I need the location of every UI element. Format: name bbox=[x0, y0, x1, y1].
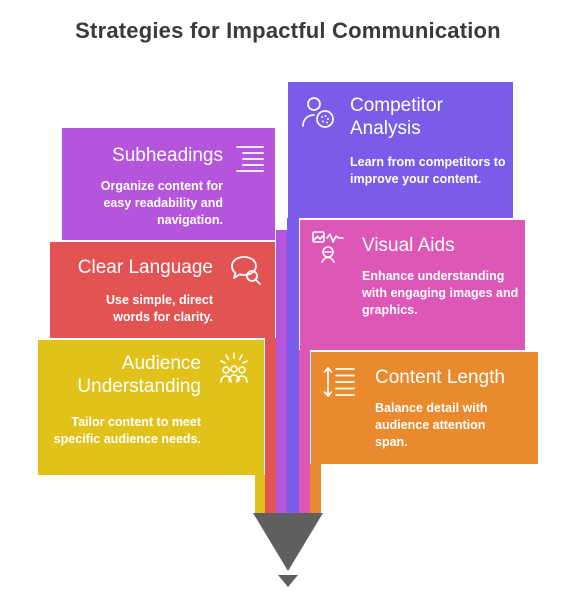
line-height-icon bbox=[321, 364, 357, 400]
card-audience-body: Tailor content to meet specific audience… bbox=[53, 415, 201, 446]
stem-clear-language bbox=[265, 330, 276, 515]
card-clear-language-body: Use simple, direct words for clarity. bbox=[106, 293, 213, 324]
card-content-length-body: Balance detail with audience attention s… bbox=[375, 401, 488, 449]
stem-subheadings bbox=[276, 230, 287, 515]
card-subheadings-body: Organize content for easy readability an… bbox=[100, 179, 223, 227]
card-subheadings: Subheadings Organize content for easy re… bbox=[62, 128, 276, 240]
card-visual-aids-title: Visual Aids bbox=[362, 235, 455, 256]
audience-group-icon bbox=[216, 350, 252, 386]
card-competitor-title: Competitor Analysis bbox=[350, 95, 443, 139]
card-visual-aids: Visual Aids Enhance understanding with e… bbox=[299, 220, 525, 350]
user-analysis-icon bbox=[300, 94, 336, 130]
stem-competitor bbox=[287, 210, 299, 515]
stem-audience bbox=[255, 470, 265, 515]
card-audience-understanding: Audience Understanding Tailor content to… bbox=[38, 340, 265, 475]
card-clear-language-title: Clear Language bbox=[77, 257, 213, 278]
stem-content-length bbox=[310, 460, 321, 515]
text-align-icon bbox=[231, 141, 267, 177]
card-content-length: Content Length Balance detail with audie… bbox=[310, 352, 538, 464]
card-subheadings-title: Subheadings bbox=[112, 145, 223, 166]
card-visual-aids-body: Enhance understanding with engaging imag… bbox=[362, 269, 519, 317]
card-content-length-title: Content Length bbox=[375, 367, 505, 388]
card-audience-title: Audience Understanding bbox=[77, 353, 201, 397]
card-competitor-analysis: Competitor Analysis Learn from competito… bbox=[287, 82, 513, 218]
card-clear-language: Clear Language Use simple, direct words … bbox=[50, 242, 276, 338]
card-competitor-body: Learn from competitors to improve your c… bbox=[350, 155, 506, 186]
image-chart-icon bbox=[310, 228, 346, 264]
funnel-icon bbox=[253, 513, 323, 587]
stem-visual-aids bbox=[299, 340, 310, 515]
speech-search-icon bbox=[227, 252, 263, 288]
diagram-title: Strategies for Impactful Communication bbox=[75, 18, 501, 43]
